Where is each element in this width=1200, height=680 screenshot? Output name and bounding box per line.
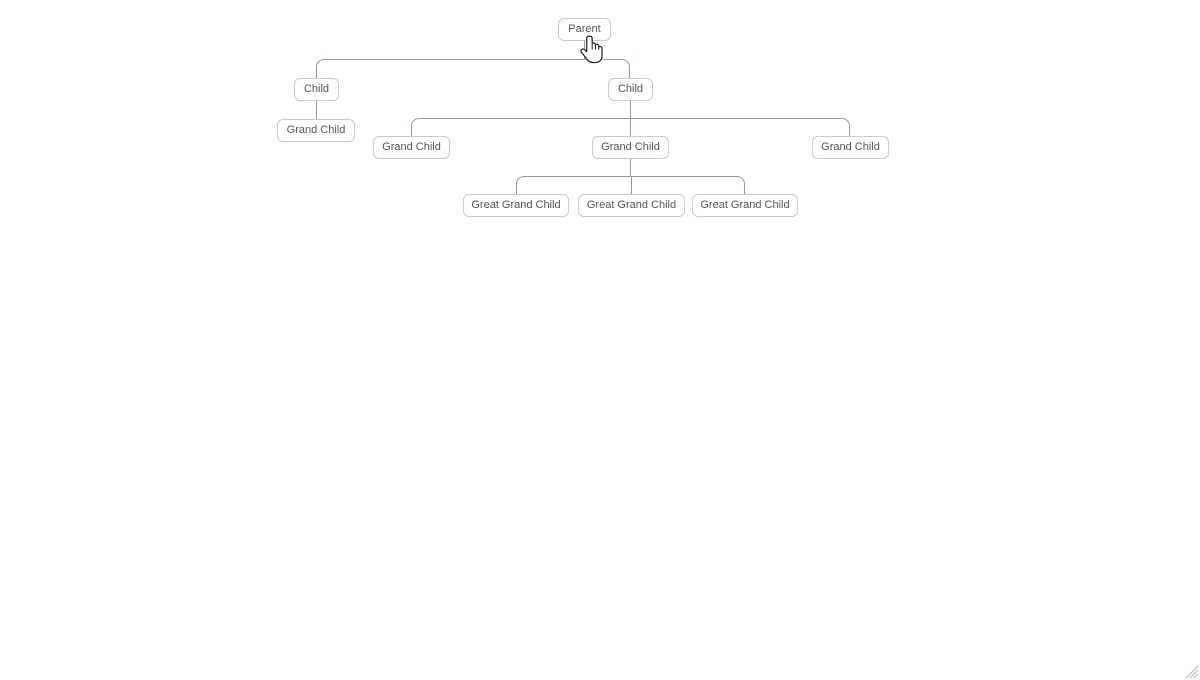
- tree-node-grandchild-1[interactable]: Grand Child: [373, 136, 450, 159]
- connector-level1-bracket: [316, 59, 630, 78]
- connector-gc2-drop: [630, 158, 631, 176]
- tree-node-greatgrandchild-2[interactable]: Great Grand Child: [578, 194, 685, 217]
- connector-gc-middle-drop: [630, 118, 631, 136]
- tree-node-grandchild-2[interactable]: Grand Child: [592, 136, 669, 159]
- connector-childL-drop: [316, 100, 317, 119]
- connector-level3-bracket: [516, 176, 745, 194]
- tree-node-greatgrandchild-1[interactable]: Great Grand Child: [463, 194, 569, 217]
- tree-node-grandchild-left[interactable]: Grand Child: [277, 119, 355, 142]
- tree-node-child-left[interactable]: Child: [294, 78, 339, 101]
- connector-childR-drop: [630, 100, 631, 118]
- tree-node-parent[interactable]: Parent: [558, 18, 611, 41]
- tree-node-greatgrandchild-3[interactable]: Great Grand Child: [692, 194, 798, 217]
- resize-grip-icon[interactable]: [1185, 665, 1199, 679]
- connector-ggc-middle-drop: [631, 176, 632, 194]
- connector-parent-drop: [584, 41, 585, 59]
- tree-node-grandchild-3[interactable]: Grand Child: [812, 136, 889, 159]
- tree-node-child-right[interactable]: Child: [608, 78, 653, 101]
